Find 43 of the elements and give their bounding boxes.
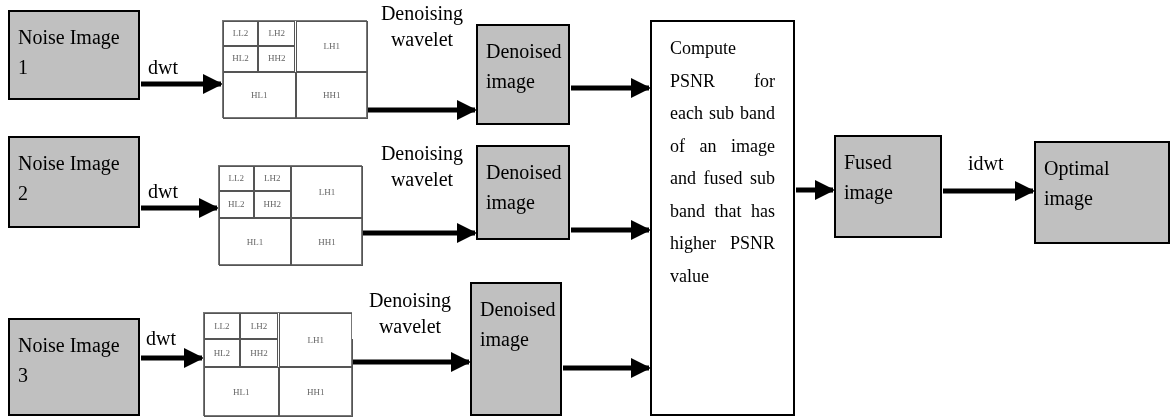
wavelet-grid [218,165,362,265]
arrow [141,198,219,218]
process-box: Denoised image [476,145,570,240]
subband-cell: HH2 [257,45,296,72]
subband-cell: LL2 [219,166,254,191]
subband-cell: LH1 [295,21,368,72]
process-box: Compute PSNR for each sub band of an image and fused sub band that has higher PSNR value [650,20,795,416]
subband-cell: HL1 [204,367,279,417]
subband-cell: LL2 [223,21,258,46]
subband-cell: HL2 [219,191,254,218]
subband-cell: LH2 [257,21,296,46]
subband-cell: LH2 [253,166,291,191]
subband-cell: LL2 [204,313,240,339]
process-box: Noise Image 1 [8,10,140,100]
process-box: Noise Image 2 [8,136,140,228]
subband-cell: LH2 [239,313,279,339]
subband-cell: HL2 [223,45,258,72]
process-box: Optimal image [1034,141,1170,244]
subband-cell: HH1 [295,71,368,119]
arrow [943,181,1035,201]
subband-cell: HH2 [253,191,291,218]
wavelet-grid [222,20,367,118]
arrow [141,74,223,94]
process-box: Noise Image 3 [8,318,140,416]
arrow [368,100,477,120]
process-box: Denoised image [470,282,562,416]
subband-cell: HH1 [278,367,353,417]
arrow [141,348,204,368]
process-box: Fused image [834,135,942,238]
arrow [353,352,471,372]
process-box: Denoised image [476,24,570,125]
subband-cell: HL2 [204,339,240,368]
arrow [796,180,835,200]
arrow [563,358,651,378]
subband-cell: HL1 [223,71,296,119]
subband-cell: HH1 [291,218,363,266]
subband-cell: HH2 [239,339,279,368]
wavelet-grid [203,312,352,416]
arrow [363,223,477,243]
arrow [571,78,651,98]
arrow [571,220,651,240]
subband-cell: HL1 [219,218,291,266]
subband-cell: LH1 [291,166,363,218]
